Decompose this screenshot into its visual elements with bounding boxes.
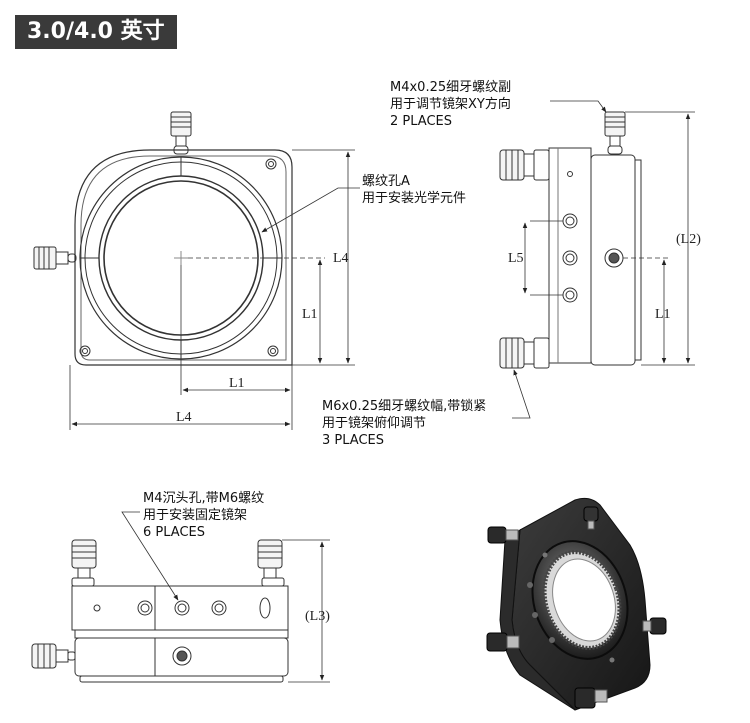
front-top-knob bbox=[170, 111, 192, 137]
callout-tilt-line2: 用于镜架俯仰调节 bbox=[322, 416, 427, 431]
side-view bbox=[499, 111, 642, 369]
render-knob-top-left bbox=[487, 526, 519, 544]
bottom-upper-body bbox=[71, 585, 289, 631]
callout-mount-line1: M4沉头孔,带M6螺纹 bbox=[143, 491, 265, 506]
side-top-knob bbox=[604, 111, 626, 137]
callout-mount-hole: M4沉头孔,带M6螺纹 用于安装固定镜架 6 PLACES bbox=[143, 490, 264, 541]
side-holes bbox=[562, 171, 624, 303]
side-dimensions bbox=[512, 100, 695, 419]
dim-bottom-l3: (L3) bbox=[305, 609, 330, 624]
callout-thread-line1: 螺纹孔A bbox=[362, 174, 410, 189]
front-dimensions bbox=[69, 149, 360, 430]
render-knob-right bbox=[642, 617, 667, 635]
callout-mount-line2: 用于安装固定镜架 bbox=[143, 508, 248, 523]
front-view bbox=[33, 111, 293, 366]
callout-xy-screw: M4x0.25细牙螺纹副 用于调节镜架XY方向 2 PLACES bbox=[390, 79, 511, 130]
bottom-view bbox=[31, 539, 289, 683]
callout-tilt-line1: M6x0.25细牙螺纹幅,带锁紧 bbox=[322, 399, 487, 414]
side-front-plate bbox=[548, 147, 592, 364]
callout-xy-line2: 用于调节镜架XY方向 bbox=[390, 97, 511, 112]
render-knob-bottom-left bbox=[486, 632, 520, 652]
product-render bbox=[486, 497, 667, 711]
render-knob-top-right bbox=[583, 506, 599, 530]
dim-front-l4-vertical: L4 bbox=[333, 251, 349, 266]
bottom-left-top-knob bbox=[71, 539, 97, 569]
dim-front-l1-horizontal: L1 bbox=[229, 376, 245, 391]
callout-tilt-screw: M6x0.25细牙螺纹幅,带锁紧 用于镜架俯仰调节 3 PLACES bbox=[322, 398, 486, 449]
callout-thread-a: 螺纹孔A 用于安装光学元件 bbox=[362, 173, 466, 207]
front-left-knob bbox=[33, 246, 57, 270]
callout-xy-line3: 2 PLACES bbox=[390, 114, 452, 129]
dim-front-l4-horizontal: L4 bbox=[176, 410, 192, 425]
bottom-right-top-knob bbox=[257, 539, 283, 569]
page-title: 3.0/4.0 英寸 bbox=[15, 15, 177, 49]
callout-xy-line1: M4x0.25细牙螺纹副 bbox=[390, 80, 512, 95]
dim-front-l1-vertical: L1 bbox=[302, 307, 318, 322]
front-corner-screws bbox=[79, 158, 279, 357]
dim-side-l2: (L2) bbox=[676, 232, 701, 247]
callout-thread-line2: 用于安装光学元件 bbox=[362, 191, 467, 206]
callout-mount-line3: 6 PLACES bbox=[143, 525, 205, 540]
dim-side-l1: L1 bbox=[655, 307, 671, 322]
dim-side-l5: L5 bbox=[508, 251, 524, 266]
callout-tilt-line3: 3 PLACES bbox=[322, 433, 384, 448]
render-knob-bottom bbox=[574, 687, 608, 709]
bottom-dimensions bbox=[121, 511, 330, 683]
